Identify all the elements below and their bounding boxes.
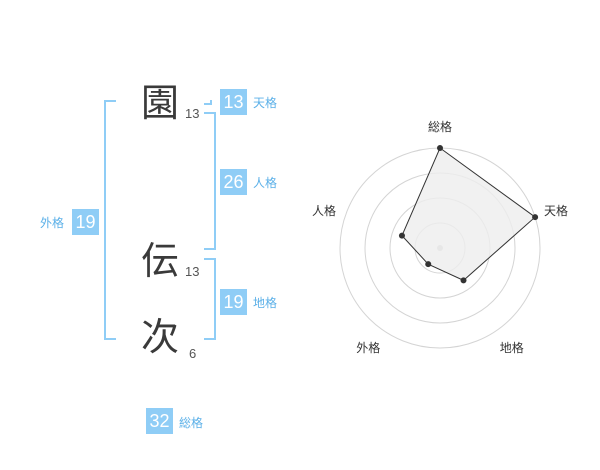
radar-polygon xyxy=(401,147,536,281)
radar-axis-label-4: 外格 xyxy=(356,340,381,355)
jinkaku-badge: 26 xyxy=(220,169,247,195)
soukaku-label: 総格 xyxy=(179,416,204,430)
gaikaku-label: 外格 xyxy=(40,216,65,230)
radar-point-1 xyxy=(437,145,443,151)
chikaku-label: 地格 xyxy=(253,296,278,310)
soukaku-badge: 32 xyxy=(146,408,173,434)
tenkaku-bracket xyxy=(204,100,212,105)
radar-axis-label-1: 総格 xyxy=(427,120,452,134)
radar-point-5 xyxy=(398,232,405,239)
tenkaku-badge: 13 xyxy=(220,89,247,115)
radar-point-2 xyxy=(532,214,539,221)
radar-axis-label-3: 地格 xyxy=(499,340,524,355)
name-char-3-strokes: 6 xyxy=(189,346,197,361)
gaikaku-badge: 19 xyxy=(72,209,99,235)
gaikaku-bracket xyxy=(104,100,116,340)
jinkaku-label: 人格 xyxy=(253,176,278,190)
radar-axis-label-2: 天格 xyxy=(544,204,569,219)
name-char-2-strokes: 13 xyxy=(185,264,200,279)
name-char-2: 伝 xyxy=(141,239,180,283)
radar-axis-label-5: 人格 xyxy=(311,204,336,219)
radar-point-3 xyxy=(460,277,467,284)
name-char-3: 次 xyxy=(141,315,180,359)
jinkaku-bracket xyxy=(204,112,216,250)
chikaku-badge: 19 xyxy=(220,289,247,315)
name-char-1-strokes: 13 xyxy=(185,106,200,121)
chikaku-bracket xyxy=(204,258,216,340)
name-char-1: 園 xyxy=(141,81,180,125)
radar-point-4 xyxy=(425,261,432,268)
tenkaku-label: 天格 xyxy=(253,96,278,110)
